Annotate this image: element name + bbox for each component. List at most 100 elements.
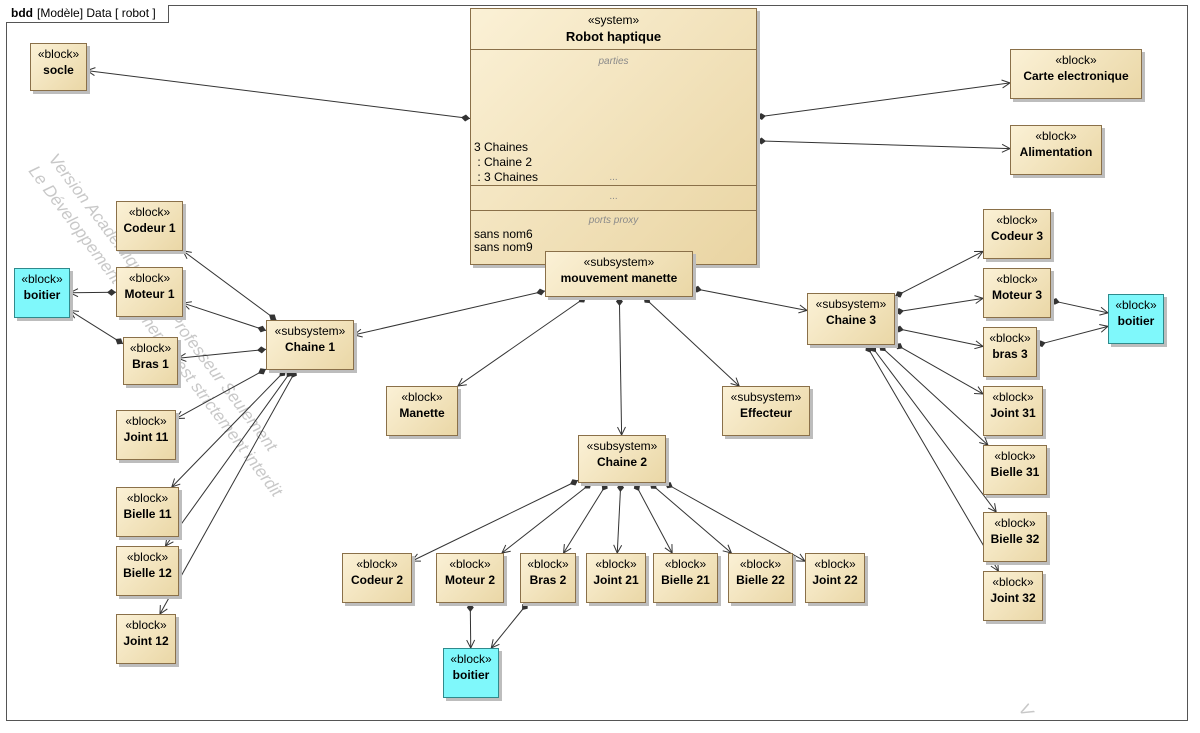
block-alimentation[interactable]: «block»Alimentation bbox=[1010, 125, 1102, 175]
block-name: Manette bbox=[399, 406, 445, 420]
subsystem-mouvement-manette[interactable]: «subsystem» mouvement manette bbox=[545, 251, 693, 297]
block-name: Bielle 31 bbox=[990, 465, 1040, 479]
block-name: Bras 1 bbox=[132, 357, 169, 371]
part-line: 3 Chaines bbox=[474, 140, 529, 154]
block-name: Bielle 22 bbox=[736, 573, 785, 587]
block-boitier-3[interactable]: «block»boitier bbox=[1108, 294, 1164, 344]
block-codeur-2[interactable]: «block»Codeur 2 bbox=[342, 553, 412, 603]
block-stereotype: «block» bbox=[739, 557, 782, 571]
block-bras-2[interactable]: «block»Bras 2 bbox=[520, 553, 576, 603]
block-bielle-22[interactable]: «block» Bielle 22 bbox=[728, 553, 793, 603]
block-bielle-31[interactable]: «block»Bielle 31 bbox=[983, 445, 1047, 495]
arrowhead bbox=[85, 67, 96, 76]
arrowhead bbox=[410, 553, 421, 562]
system-robot-haptique[interactable]: «system» Robot haptique parties 3 Chaine… bbox=[470, 8, 757, 265]
block-stereotype: «block» bbox=[992, 390, 1034, 404]
composition-diamond bbox=[895, 291, 904, 298]
block-joint-21[interactable]: «block»Joint 21 bbox=[586, 553, 646, 603]
composition-diamond bbox=[693, 285, 702, 293]
composition-diamond bbox=[633, 483, 641, 491]
block-bielle-11[interactable]: «block»Bielle 11 bbox=[116, 487, 179, 537]
block-joint-22[interactable]: «block»Joint 22 bbox=[805, 553, 865, 603]
arrowhead bbox=[352, 328, 363, 338]
block-joint-12[interactable]: «block»Joint 12 bbox=[116, 614, 176, 664]
subsystem-effecteur[interactable]: «subsystem»Effecteur bbox=[722, 386, 810, 436]
block-name: Bielle 11 bbox=[123, 507, 172, 521]
composition-diamond bbox=[617, 483, 625, 492]
block-name: Joint 32 bbox=[990, 591, 1036, 605]
block-moteur-1[interactable]: «block»Moteur 1 bbox=[116, 267, 183, 317]
block-bielle-32[interactable]: «block»Bielle 32 bbox=[983, 512, 1047, 562]
block-name: boitier bbox=[1117, 314, 1155, 328]
edge-moteur1-boitier1 bbox=[68, 288, 117, 298]
block-stereotype: «block» bbox=[125, 414, 167, 428]
block-joint-31[interactable]: «block»Joint 31 bbox=[983, 386, 1043, 436]
block-bielle-21[interactable]: «block» Bielle 21 bbox=[653, 553, 718, 603]
block-stereotype: «subsystem» bbox=[583, 255, 655, 269]
block-codeur-1[interactable]: «block»Codeur 1 bbox=[116, 201, 183, 251]
block-stereotype: «block» bbox=[356, 557, 398, 571]
subsystem-chaine-3[interactable]: «subsystem»Chaine 3 bbox=[807, 293, 895, 345]
edge-chaine2-bielle22 bbox=[649, 482, 733, 554]
composition-diamond bbox=[601, 483, 608, 491]
block-name: Joint 21 bbox=[593, 573, 639, 587]
composition-diamond bbox=[466, 603, 474, 612]
subsystem-chaine-1[interactable]: «subsystem»Chaine 1 bbox=[266, 320, 354, 370]
parts-more: ... bbox=[609, 172, 618, 183]
block-name: Joint 11 bbox=[123, 430, 169, 444]
block-name: Bras 2 bbox=[529, 573, 567, 587]
edge-chaine1-bielle12 bbox=[164, 369, 293, 547]
block-stereotype: «block» bbox=[128, 205, 171, 219]
block-name: Chaine 2 bbox=[596, 455, 647, 469]
block-bras-3[interactable]: «block»bras 3 bbox=[983, 327, 1037, 377]
composition-diamond bbox=[279, 370, 286, 377]
block-stereotype: «block» bbox=[664, 557, 707, 571]
part-line: : Chaine 2 bbox=[474, 155, 533, 169]
block-manette[interactable]: «block»Manette bbox=[386, 386, 458, 436]
diagram-frame bbox=[6, 5, 1188, 721]
block-joint-32[interactable]: «block»Joint 32 bbox=[983, 571, 1043, 621]
edge-chaine1-bielle11 bbox=[171, 369, 287, 488]
block-moteur-2[interactable]: «block»Moteur 2 bbox=[436, 553, 504, 603]
edge-chaine3-bras3 bbox=[894, 325, 985, 350]
block-name: Chaine 3 bbox=[825, 313, 876, 327]
composition-diamond bbox=[895, 325, 904, 333]
composition-diamond bbox=[536, 288, 545, 296]
block-bielle-12[interactable]: «block»Bielle 12 bbox=[116, 546, 179, 596]
block-carte-electronique[interactable]: «block»Carte electronique bbox=[1010, 49, 1142, 99]
composition-diamond bbox=[461, 114, 470, 122]
block-moteur-3[interactable]: «block»Moteur 3 bbox=[983, 268, 1051, 318]
block-joint-11[interactable]: «block» Joint 11 bbox=[116, 410, 176, 460]
edge-moteur2-boitier2 bbox=[466, 602, 476, 650]
section-more: ... bbox=[471, 186, 756, 211]
block-stereotype: «block» bbox=[814, 557, 856, 571]
block-stereotype: «block» bbox=[994, 516, 1036, 530]
edge-mouvement-manette bbox=[457, 296, 587, 387]
frame-label: [Modèle] Data [ robot ] bbox=[37, 6, 156, 20]
composition-diamond bbox=[615, 297, 623, 306]
edge-chaine1-joint11 bbox=[175, 368, 267, 420]
port-line: sans nom9 bbox=[474, 240, 533, 254]
block-stereotype: «subsystem» bbox=[274, 324, 346, 338]
arrowhead bbox=[175, 410, 185, 420]
edge-bras2-boitier2 bbox=[490, 602, 529, 649]
composition-diamond bbox=[757, 113, 766, 120]
block-bras-1[interactable]: «block»Bras 1 bbox=[123, 337, 178, 385]
block-codeur-3[interactable]: «block»Codeur 3 bbox=[983, 209, 1051, 259]
part-line: : 3 Chaines bbox=[474, 170, 539, 184]
edge-chaine1-moteur1 bbox=[181, 301, 267, 333]
block-socle[interactable]: «block»socle bbox=[30, 43, 87, 91]
composition-diamond bbox=[578, 296, 586, 303]
subsystem-chaine-2[interactable]: «subsystem»Chaine 2 bbox=[578, 435, 666, 483]
composition-diamond bbox=[522, 603, 528, 610]
block-name: mouvement manette bbox=[560, 271, 678, 285]
block-name: Joint 12 bbox=[123, 634, 169, 648]
composition-diamond bbox=[879, 345, 886, 352]
block-boitier-1[interactable]: «block»boitier bbox=[14, 268, 70, 318]
block-name: Bielle 21 bbox=[661, 573, 710, 587]
edge-mouvement-chaine2 bbox=[615, 296, 626, 437]
block-name: Effecteur bbox=[739, 406, 792, 420]
arrowhead bbox=[176, 353, 187, 362]
block-boitier-2[interactable]: «block»boitier bbox=[443, 648, 499, 698]
